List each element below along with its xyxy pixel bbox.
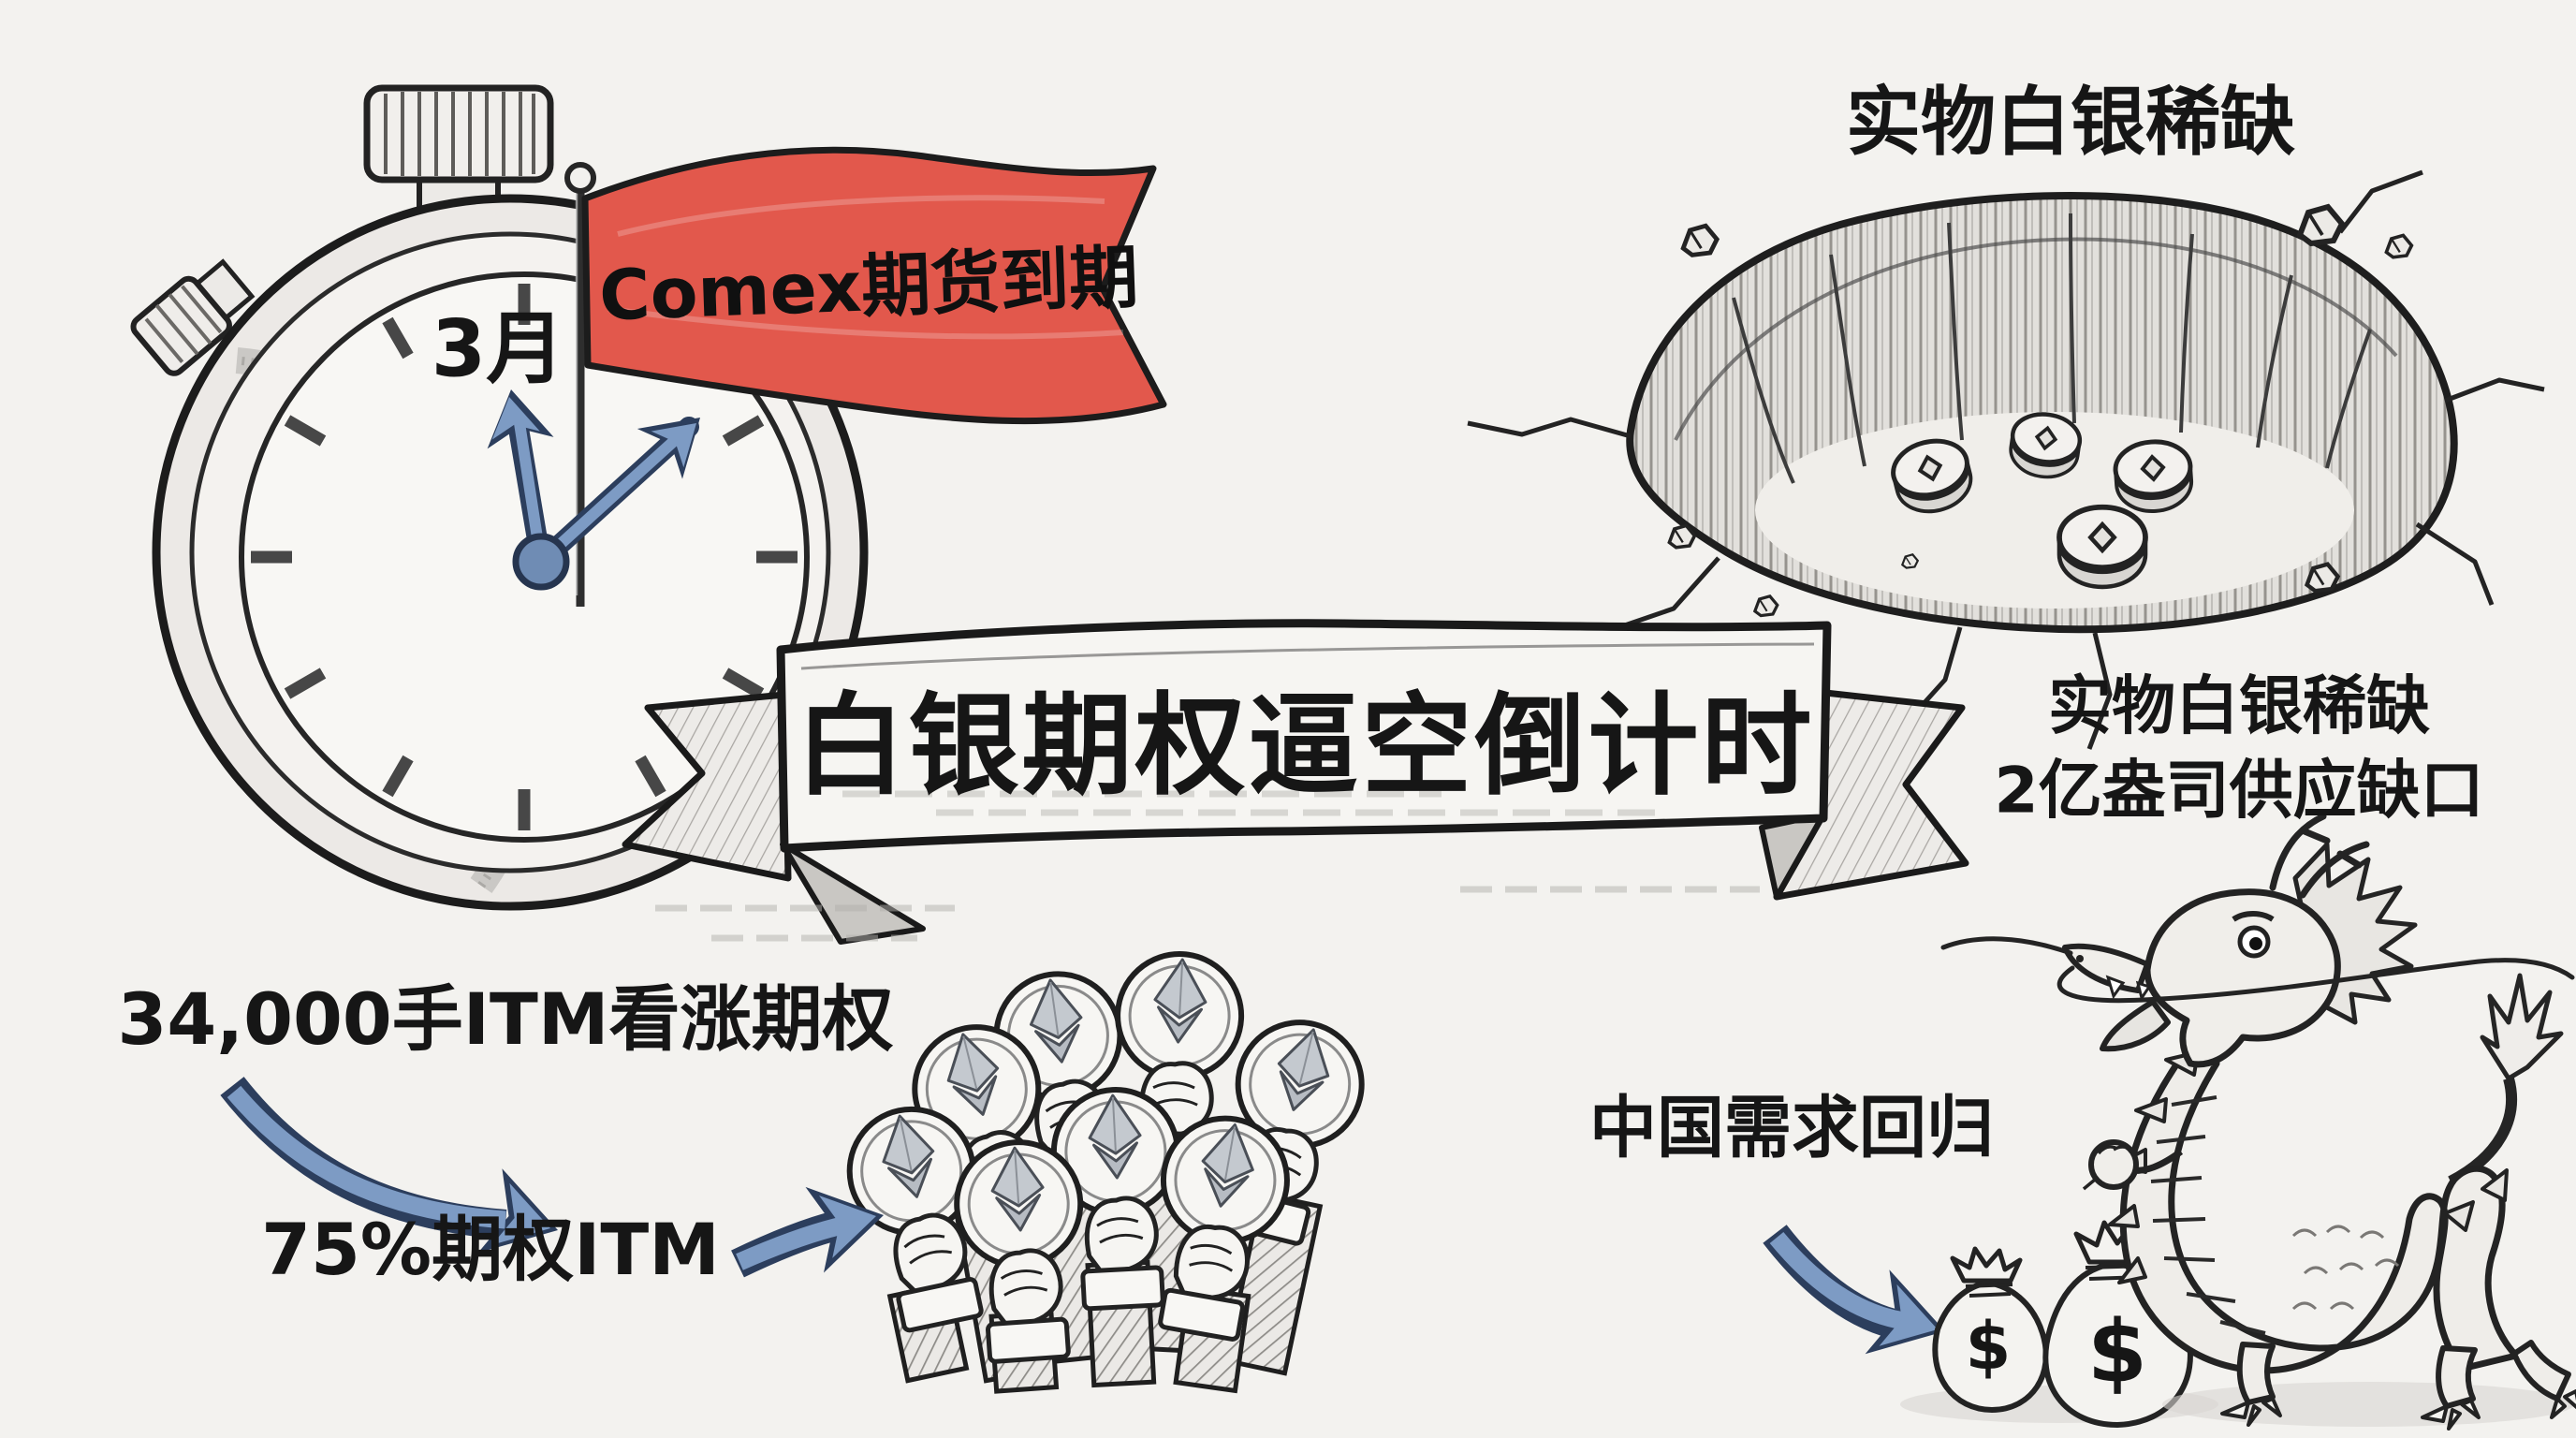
itm-calls-label: 34,000手ITM看涨期权 bbox=[117, 977, 894, 1061]
hands-holding-coins-illustration bbox=[838, 951, 1374, 1394]
dragon-tail-flame bbox=[2480, 973, 2564, 1081]
pencil-smudge bbox=[655, 886, 1760, 942]
dragon-whiskers bbox=[1940, 936, 2575, 1004]
arrow-itm-calls bbox=[220, 1077, 570, 1272]
clock-hands bbox=[477, 383, 724, 591]
pencil-smudge-panel bbox=[842, 790, 1666, 816]
stopwatch-illustration bbox=[130, 84, 869, 911]
arrow-itm-percent bbox=[731, 1172, 893, 1278]
dragon-horns bbox=[2269, 813, 2370, 899]
china-demand-label: 中国需求回归 bbox=[1588, 1088, 1995, 1167]
itm-percent-label: 75%期权ITM bbox=[261, 1208, 720, 1291]
banner-title: 白银期权逼空倒计时 bbox=[795, 681, 1815, 811]
scarcity-heading: 实物白银稀缺 bbox=[1846, 79, 2295, 166]
flag-label: Comex期货到期 bbox=[597, 237, 1140, 337]
crater-wall-cracks bbox=[1732, 213, 2372, 484]
money-bag-dollar-large: $ bbox=[2086, 1301, 2148, 1402]
scarcity-note-line1: 实物白银稀缺 bbox=[2047, 669, 2431, 744]
dragon-clenched-paw bbox=[2088, 1139, 2139, 1190]
scarcity-note-line2: 2亿盎司供应缺口 bbox=[1994, 754, 2484, 829]
silver-crater-illustration bbox=[1467, 169, 2545, 750]
clock-hand-pivot bbox=[512, 533, 570, 591]
flag-pole-finial bbox=[564, 162, 596, 194]
dragon-body bbox=[2119, 1054, 2520, 1374]
clock-month-label: 3月 bbox=[431, 302, 565, 395]
banner-panel bbox=[776, 619, 1832, 853]
arrow-china-demand bbox=[1763, 1225, 1957, 1373]
money-bag-dollar-small: $ bbox=[1965, 1308, 2012, 1385]
dragon-head bbox=[2144, 888, 2341, 1068]
title-ribbon-banner bbox=[622, 619, 1969, 945]
stopwatch-side-button bbox=[130, 258, 256, 376]
dragon-illustration bbox=[1940, 813, 2576, 1431]
